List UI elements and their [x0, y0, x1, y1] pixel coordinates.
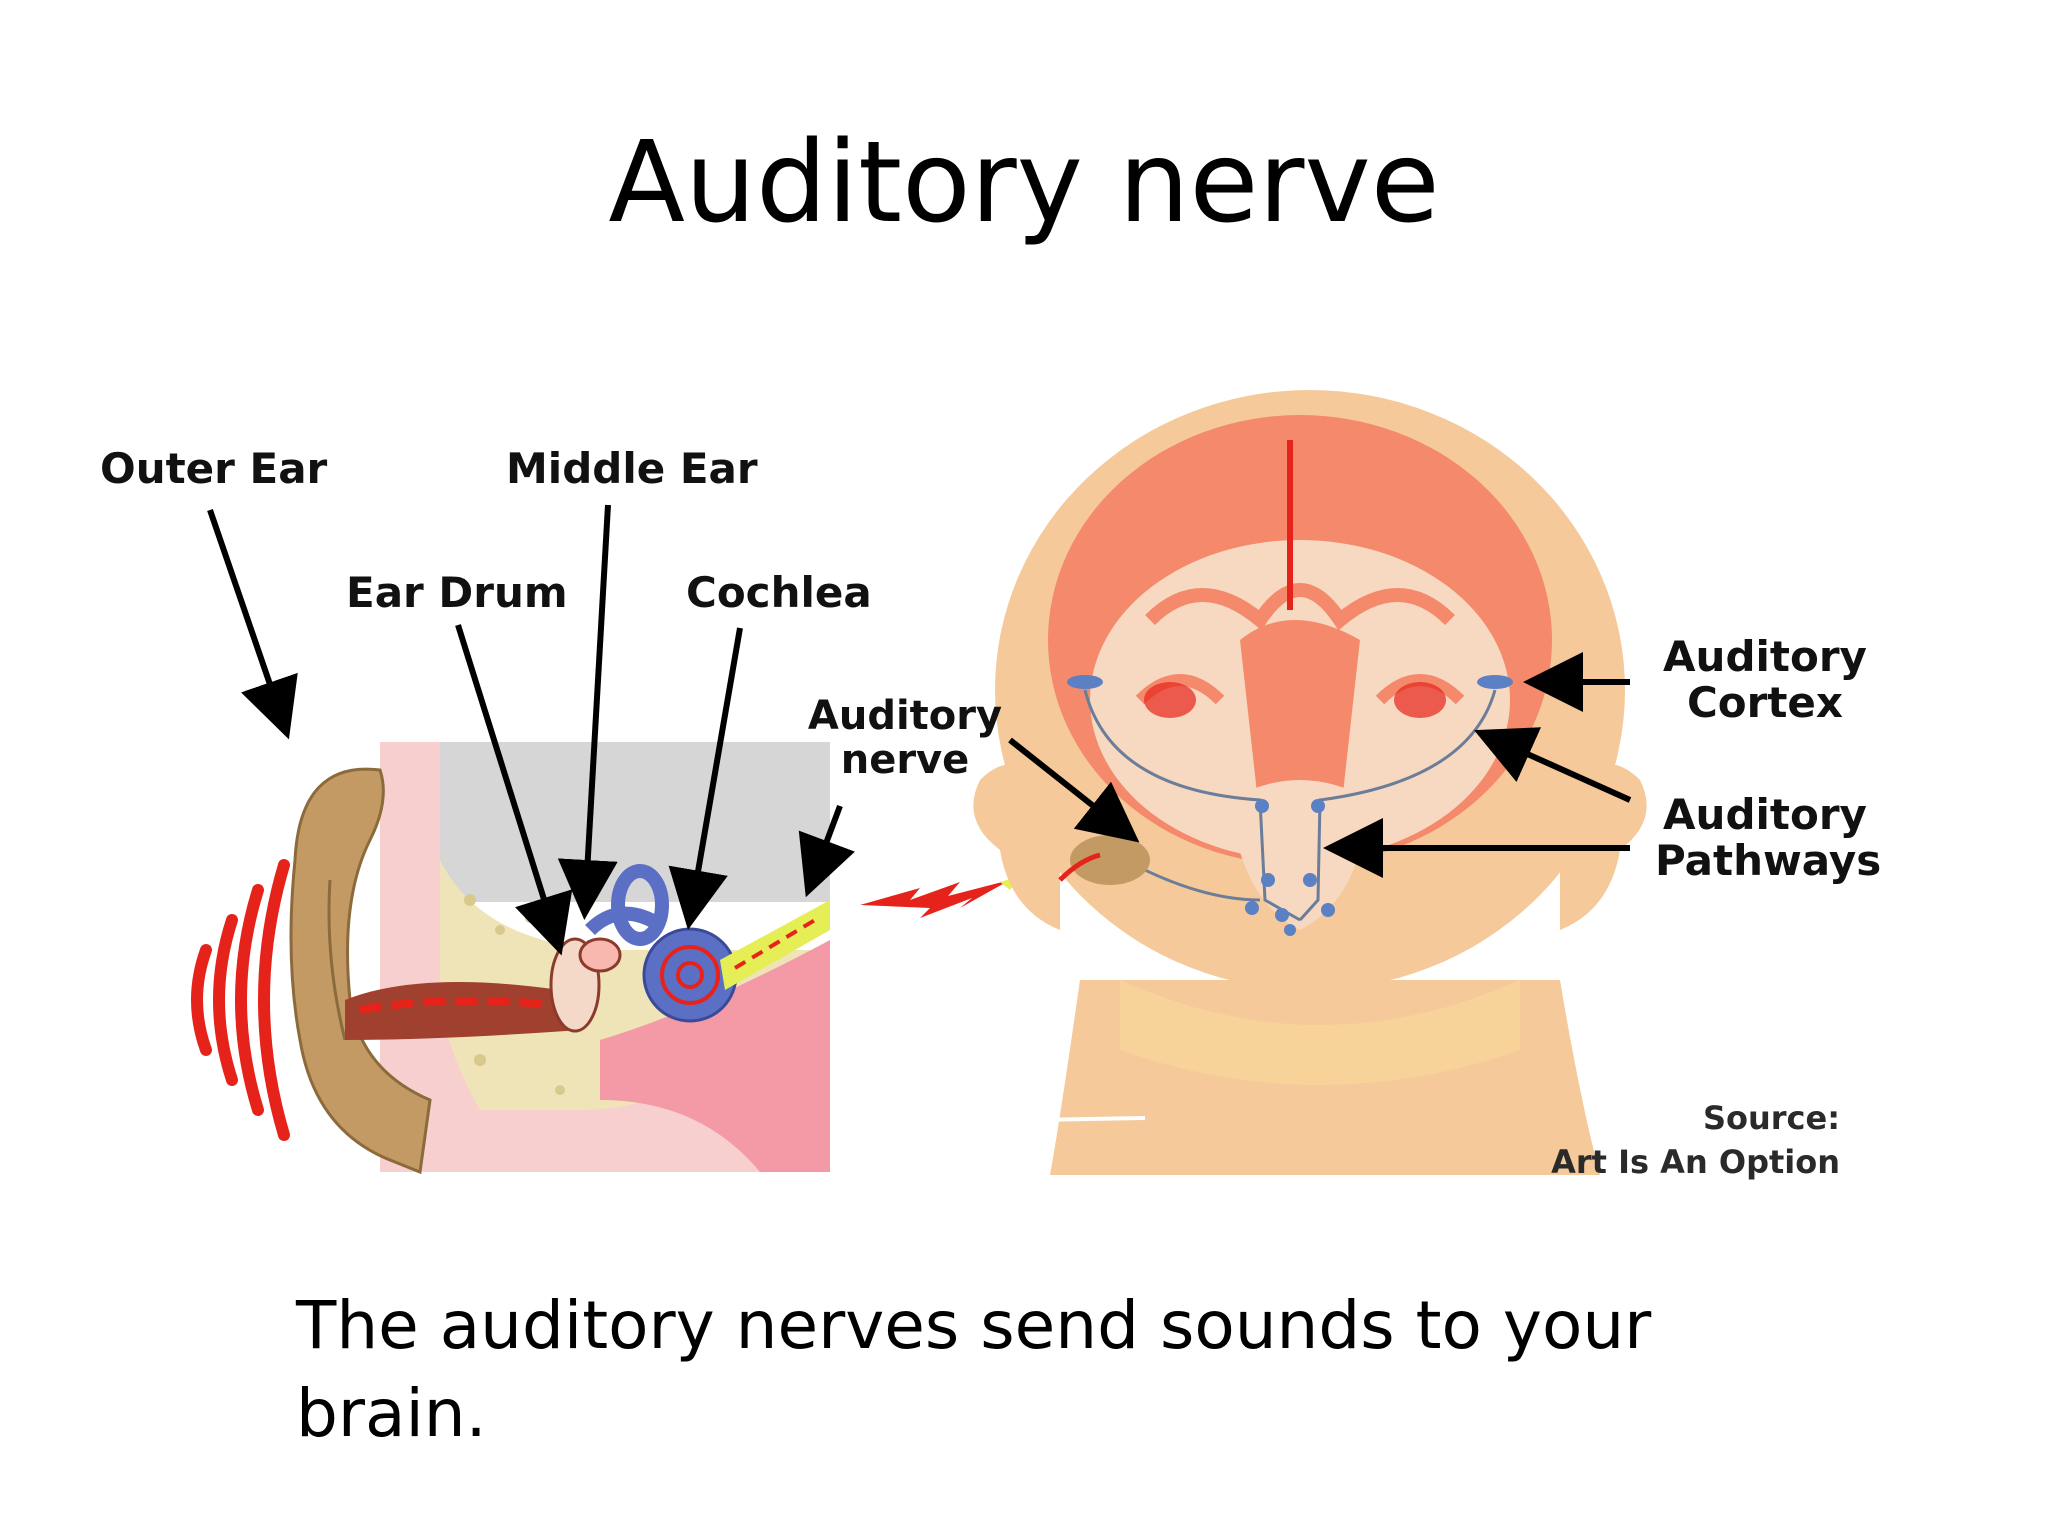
arrow-outer-ear — [207, 509, 298, 740]
source-credit: Source: Art Is An Option — [1500, 1096, 1840, 1184]
label-outer-ear: Outer Ear — [100, 444, 328, 493]
label-auditory-cortex-line2: Cortex — [1686, 678, 1844, 727]
label-auditory-nerve-line2: nerve — [840, 737, 970, 783]
label-auditory-pathways-line2: Pathways — [1655, 836, 1882, 885]
outer-ear-pinna — [289, 767, 432, 1175]
ear-canal — [345, 982, 580, 1040]
label-cochlea: Cochlea — [686, 568, 872, 617]
label-auditory-nerve: Auditory nerve — [800, 694, 1010, 782]
left-auditory-cortex — [1067, 675, 1103, 689]
head-cross-section — [973, 390, 1647, 1175]
arrow-auditory-pathways-upper — [1474, 727, 1632, 803]
label-auditory-pathways: Auditory Pathways — [1655, 790, 1882, 885]
nerve-signal-bolt — [860, 880, 1010, 918]
label-auditory-nerve-line1: Auditory — [807, 693, 1003, 739]
arrow-ear-drum — [455, 624, 573, 956]
arrow-auditory-nerve-head — [1008, 737, 1140, 843]
label-arrows — [207, 504, 1632, 956]
arrow-middle-ear — [557, 504, 618, 920]
source-line2: Art Is An Option — [1551, 1143, 1840, 1181]
sound-waves — [191, 859, 290, 1141]
slide-title: Auditory nerve — [608, 118, 1440, 248]
label-auditory-cortex: Auditory Cortex — [1660, 634, 1870, 726]
arrow-cochlea — [668, 627, 743, 930]
arrow-auditory-nerve-ear — [798, 804, 855, 898]
eustachian-region — [600, 940, 830, 1172]
right-auditory-cortex — [1477, 675, 1513, 689]
label-auditory-cortex-line1: Auditory — [1663, 632, 1867, 681]
cochlea-shape — [642, 927, 738, 1023]
semicircular-canals — [611, 864, 669, 946]
label-ear-drum: Ear Drum — [346, 568, 568, 617]
ossicles — [578, 937, 622, 973]
left-head-ear — [973, 764, 1060, 930]
slide-caption: The auditory nerves send sounds to your … — [296, 1287, 1652, 1452]
label-auditory-pathways-line1: Auditory — [1663, 790, 1867, 839]
label-middle-ear: Middle Ear — [506, 444, 758, 493]
source-line1: Source: — [1702, 1099, 1840, 1137]
